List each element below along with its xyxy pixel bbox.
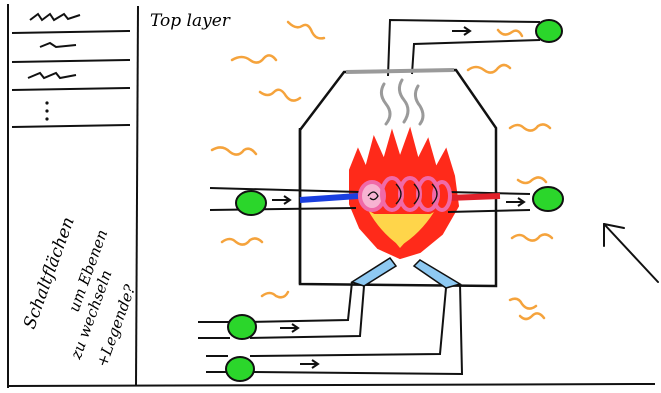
gas-pipes bbox=[249, 281, 464, 376]
top-layer-label: Top layer bbox=[150, 11, 231, 31]
menu-scribble-icon bbox=[27, 71, 77, 80]
flow-arrow bbox=[272, 195, 292, 205]
connector-right[interactable] bbox=[532, 186, 564, 212]
burner-nozzles bbox=[350, 256, 462, 289]
connector-top[interactable] bbox=[535, 19, 563, 43]
arrow-pointer-icon bbox=[603, 223, 659, 283]
menu-divider bbox=[11, 124, 131, 128]
menu-scribble-icon bbox=[39, 41, 77, 49]
connector-bottom-2[interactable] bbox=[225, 356, 255, 382]
flow-arrow bbox=[506, 197, 526, 207]
connector-left[interactable] bbox=[235, 190, 267, 216]
smoke bbox=[379, 78, 425, 126]
side-note: Schaltflächen um Ebenen zu wechseln +Leg… bbox=[20, 214, 140, 369]
page-frame bbox=[7, 4, 656, 388]
flow-arrow bbox=[280, 323, 300, 333]
menu-item-3[interactable] bbox=[11, 71, 131, 91]
side-note-line-1: Schaltflächen bbox=[20, 214, 79, 331]
menu-scribble-icon bbox=[29, 12, 81, 22]
menu-item-2[interactable] bbox=[11, 41, 131, 63]
heating-pipe bbox=[209, 187, 531, 213]
flow-arrow bbox=[452, 26, 472, 36]
menu-item-1[interactable] bbox=[11, 12, 131, 34]
chimney-pipe bbox=[387, 18, 541, 77]
connector-bottom-1[interactable] bbox=[227, 314, 257, 340]
furnace-body bbox=[298, 68, 498, 288]
ellipsis-icon bbox=[45, 101, 49, 121]
flow-arrow bbox=[300, 359, 320, 369]
layer-menu-panel: Schaltflächen um Ebenen zu wechseln +Leg… bbox=[11, 12, 140, 369]
heat-waves bbox=[210, 20, 554, 321]
heating-coil bbox=[358, 176, 452, 212]
chimney-grey-band bbox=[345, 68, 455, 74]
heating-coil-outline bbox=[367, 183, 438, 205]
